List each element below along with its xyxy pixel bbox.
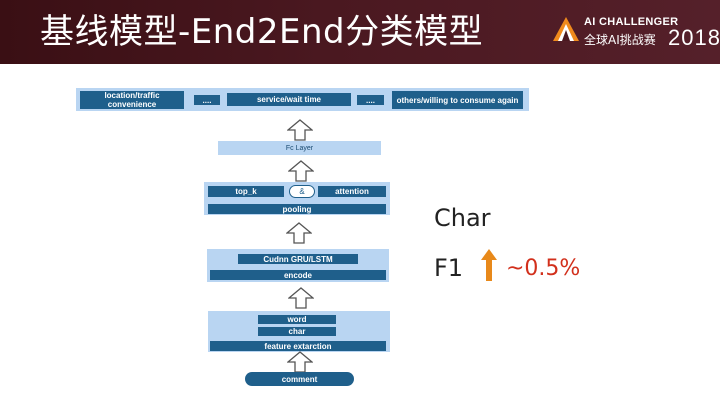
up-arrow-icon [288,287,314,309]
up-arrow-icon [287,119,313,141]
slide-title: 基线模型-End2End分类模型 [40,12,484,52]
cudnn-gru-lstm-node: Cudnn GRU/LSTM [238,254,358,264]
encode-label: encode [210,270,386,280]
mountain-icon [553,17,579,41]
slide-header: 基线模型-End2End分类模型 AI CHALLENGER 全球AI挑战赛 2… [0,0,720,64]
ai-challenger-logo: AI CHALLENGER 全球AI挑战赛 2018 [552,12,720,52]
logo-text-top: AI CHALLENGER [584,16,679,28]
char-node: char [258,327,336,336]
feature-extraction-label: feature extarction [210,341,386,351]
and-node: & [289,185,315,198]
f1-change-value: ~0.5% [506,256,581,281]
up-arrow-icon [288,160,314,182]
up-arrow-icon [481,249,497,281]
logo-text-bottom: 全球AI挑战赛 [584,33,656,47]
logo-year: 2018 [668,25,720,50]
output-label-service: service/wait time [227,93,351,106]
top-k-node: top_k [208,186,284,197]
attention-node: attention [318,186,386,197]
up-arrow-icon [287,351,313,373]
comment-node: comment [245,372,354,386]
char-note: Char [434,204,491,232]
output-label-location: location/traffic convenience [80,91,184,109]
f1-label: F1 [434,254,464,282]
word-node: word [258,315,336,324]
up-arrow-icon [286,222,312,244]
fc-layer: Fc Layer [218,141,381,155]
output-ellipsis-2: .... [357,95,384,105]
output-ellipsis-1: .... [194,95,220,105]
pooling-label: pooling [208,204,386,214]
model-diagram: location/traffic convenience .... servic… [0,64,720,405]
output-label-others: others/willing to consume again [392,91,523,109]
